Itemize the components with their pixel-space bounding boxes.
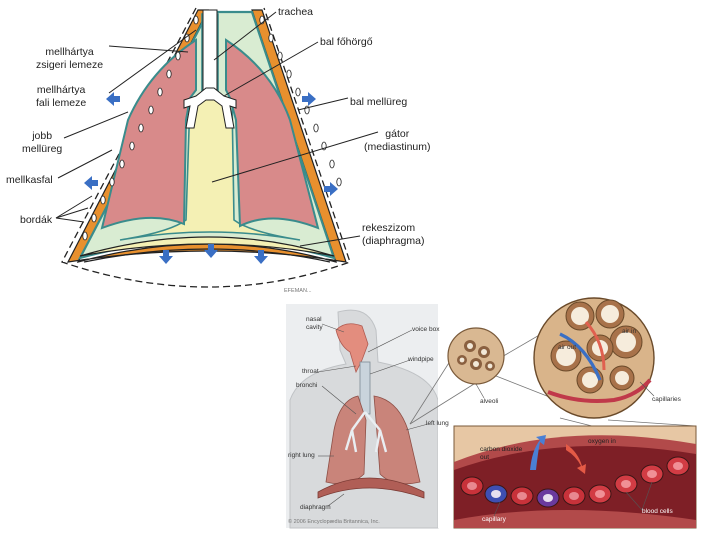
label-bordak: bordák xyxy=(20,214,53,226)
bronchi-shape xyxy=(183,87,237,129)
label-air-in: air in xyxy=(622,328,637,335)
label-rekeszizom: rekeszizom (diaphragma) xyxy=(362,222,425,247)
alveoli-small-circle xyxy=(447,327,505,385)
label-oxygen-in: oxygen in xyxy=(588,438,616,445)
label-carbon-dioxide-out: carbon dioxide out xyxy=(480,446,523,461)
label-nasal-cavity: nasal cavity xyxy=(306,316,323,331)
leader-lines xyxy=(55,11,379,247)
label-mellhartya-zsigeri: mellhártya zsigeri lemeze xyxy=(36,46,104,71)
label-capillary: capillary xyxy=(482,516,506,523)
ribs-right xyxy=(259,15,342,187)
diaphragm-shape xyxy=(79,236,335,257)
label-mellkasfal: mellkasfal xyxy=(6,174,53,186)
label-blood-cells: blood cells xyxy=(642,508,673,515)
right-lung xyxy=(100,38,197,230)
label-jobb-mellureg: jobb mellüreg xyxy=(22,130,63,155)
label-gator: gátor (mediastinum) xyxy=(364,128,431,153)
label-diaphragm: diaphragm xyxy=(300,504,331,511)
label-voice-box: voice box xyxy=(412,326,440,333)
bottom-copyright: © 2006 Encyclopædia Britannica, Inc. xyxy=(288,519,380,525)
label-bal-mellureg: bal mellüreg xyxy=(350,96,408,108)
outer-dashed-outline xyxy=(61,7,351,288)
right-lung-shape xyxy=(325,395,367,485)
label-bal-fohorgo: bal főhörgő xyxy=(320,36,373,48)
bronchi-tree xyxy=(344,411,388,453)
expansion-arrows xyxy=(84,92,338,264)
label-trachea: trachea xyxy=(278,6,314,18)
left-lung-shape xyxy=(373,395,421,485)
mediastinum xyxy=(119,13,301,241)
ribs-left xyxy=(82,15,199,241)
label-windpipe: windpipe xyxy=(408,356,434,363)
label-right-lung: right lung xyxy=(288,452,315,459)
diaphragm-dome xyxy=(317,477,425,499)
label-mellhartya-fali: mellhártya fali lemeze xyxy=(36,84,87,109)
capillary-cross-section xyxy=(453,425,697,529)
label-left-lung: left lung xyxy=(426,420,449,427)
label-capillaries: capillaries xyxy=(652,396,681,403)
left-lung xyxy=(225,38,320,230)
label-bronchi: bronchi xyxy=(296,382,318,389)
label-throat: throat xyxy=(302,368,319,375)
chest-wall xyxy=(66,9,347,263)
top-credit: EFEMAN... xyxy=(284,288,312,294)
nasal-cavity-shape xyxy=(335,323,369,374)
label-air-out: air out xyxy=(558,344,577,351)
label-alveoli: alveoli xyxy=(480,398,499,405)
